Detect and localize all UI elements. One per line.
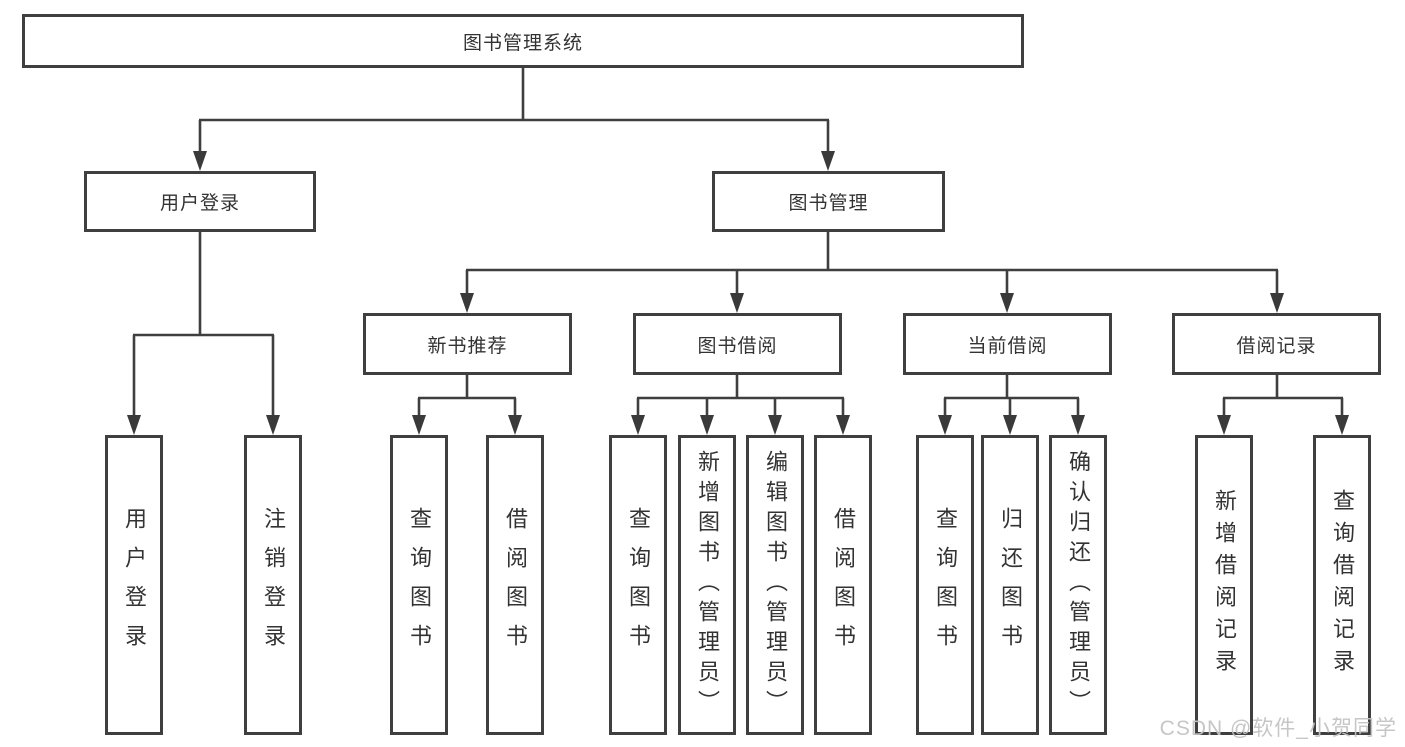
node-label: 借阅图书 bbox=[503, 507, 528, 663]
node-leaf-query-borrow-record: 查询借阅记录 bbox=[1313, 435, 1371, 735]
node-leaf-borrowing-borrow-book: 借阅图书 bbox=[814, 435, 872, 735]
node-label: 借阅记录 bbox=[1236, 335, 1317, 357]
node-leaf-user-login: 用户登录 bbox=[105, 435, 163, 735]
node-borrow-records: 借阅记录 bbox=[1172, 313, 1381, 375]
node-label: 图书管理 bbox=[788, 193, 869, 214]
node-label: 新增图书（管理员） bbox=[695, 450, 720, 720]
node-label: 查询图书 bbox=[407, 507, 432, 663]
node-label: 图书借阅 bbox=[697, 335, 778, 357]
node-library-system: 图书管理系统 bbox=[22, 14, 1024, 68]
node-label: 查询借阅记录 bbox=[1330, 489, 1355, 681]
node-leaf-add-borrow-record: 新增借阅记录 bbox=[1195, 435, 1253, 735]
node-user-login-module: 用户登录 bbox=[84, 171, 316, 232]
node-book-management: 图书管理 bbox=[712, 171, 945, 232]
node-label: 查询图书 bbox=[933, 507, 958, 663]
node-label: 编辑图书（管理员） bbox=[763, 450, 788, 720]
node-label: 借阅图书 bbox=[831, 507, 856, 663]
node-leaf-borrowing-query-book: 查询图书 bbox=[609, 435, 667, 735]
node-label: 用户登录 bbox=[122, 507, 147, 663]
node-leaf-logout: 注销登录 bbox=[244, 435, 302, 735]
node-label: 注销登录 bbox=[261, 507, 286, 663]
node-leaf-add-book-admin: 新增图书（管理员） bbox=[678, 435, 736, 735]
node-label: 当前借阅 bbox=[967, 335, 1048, 357]
node-leaf-recommend-borrow-book: 借阅图书 bbox=[486, 435, 544, 735]
node-leaf-return-book: 归还图书 bbox=[981, 435, 1039, 735]
node-label: 新增借阅记录 bbox=[1212, 489, 1237, 681]
node-leaf-recommend-query-book: 查询图书 bbox=[390, 435, 448, 735]
node-current-borrowing: 当前借阅 bbox=[903, 313, 1112, 375]
node-label: 查询图书 bbox=[626, 507, 651, 663]
node-label: 用户登录 bbox=[159, 193, 240, 214]
node-label: 新书推荐 bbox=[427, 335, 508, 357]
csdn-watermark: CSDN @软件_小贺同学 bbox=[1159, 717, 1397, 740]
node-label: 归还图书 bbox=[998, 507, 1023, 663]
node-label: 确认归还（管理员） bbox=[1066, 450, 1091, 720]
node-new-book-recommend: 新书推荐 bbox=[363, 313, 572, 375]
node-leaf-current-query-book: 查询图书 bbox=[916, 435, 974, 735]
node-leaf-edit-book-admin: 编辑图书（管理员） bbox=[746, 435, 804, 735]
node-label: 图书管理系统 bbox=[462, 32, 583, 54]
node-book-borrowing: 图书借阅 bbox=[633, 313, 842, 375]
node-leaf-confirm-return-admin: 确认归还（管理员） bbox=[1049, 435, 1107, 735]
